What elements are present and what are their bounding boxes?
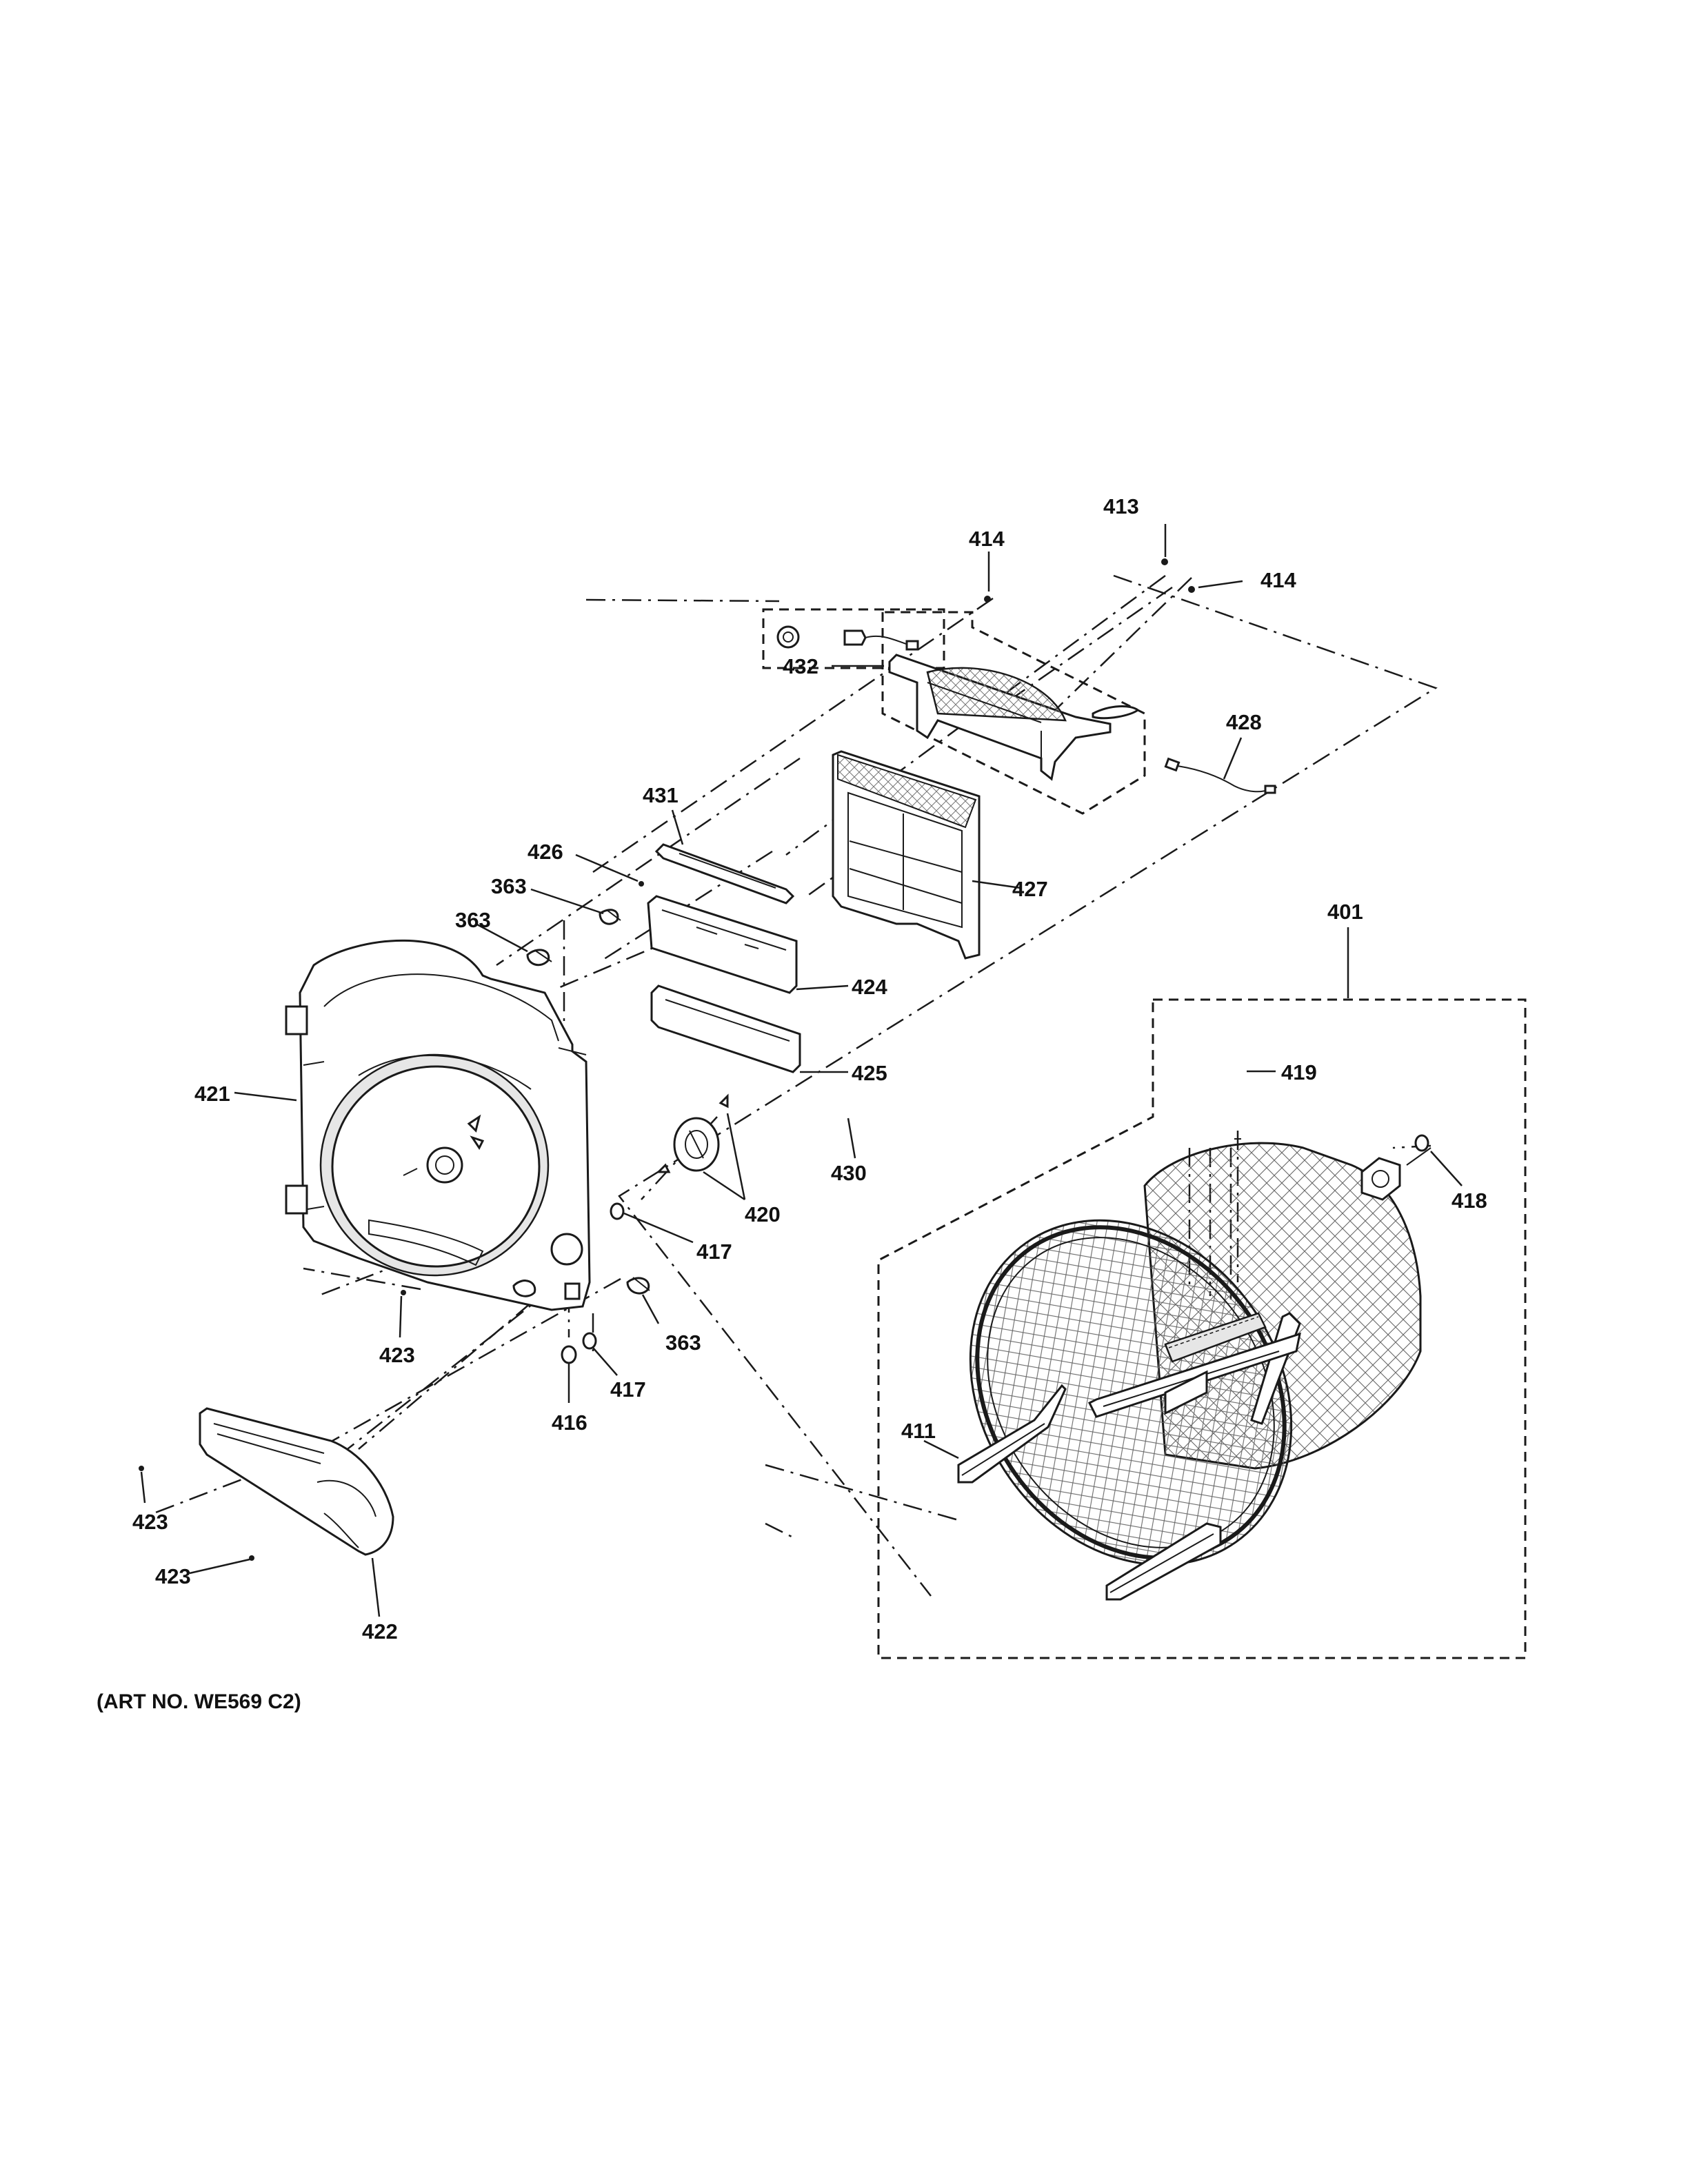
part-417-washer-a — [610, 1202, 625, 1220]
label-428[interactable]: 428 — [1226, 710, 1262, 734]
label-422[interactable]: 422 — [362, 1619, 398, 1644]
part-426-screw — [639, 881, 644, 887]
part-414-screw-right — [1188, 586, 1195, 593]
part-423-screw-b — [139, 1466, 144, 1471]
label-411[interactable]: 411 — [901, 1419, 936, 1443]
part-417-washer-b — [582, 1332, 597, 1350]
part-411-baffle-left[interactable] — [957, 1384, 1067, 1484]
part-labels: 413 414 414 432 428 431 426 363 363 427 … — [132, 494, 1487, 1644]
label-418[interactable]: 418 — [1451, 1189, 1487, 1213]
label-416[interactable]: 416 — [552, 1410, 587, 1435]
label-424[interactable]: 424 — [852, 975, 887, 999]
part-416-nut — [561, 1345, 577, 1364]
part-420-roller[interactable] — [656, 1093, 729, 1173]
group-box-430 — [762, 608, 945, 669]
label-417-a[interactable]: 417 — [696, 1240, 732, 1264]
label-414-top[interactable]: 414 — [969, 527, 1005, 551]
part-418-bearing[interactable] — [1360, 1134, 1431, 1201]
label-432[interactable]: 432 — [783, 654, 818, 678]
label-425[interactable]: 425 — [852, 1061, 887, 1085]
label-427[interactable]: 427 — [1012, 877, 1048, 901]
part-423-screw-c — [249, 1555, 254, 1561]
label-419[interactable]: 419 — [1281, 1060, 1317, 1084]
part-432-duct[interactable] — [888, 654, 1112, 781]
art-number-caption: (ART NO. WE569 C2) — [97, 1690, 301, 1713]
label-423-c[interactable]: 423 — [155, 1564, 191, 1588]
label-413[interactable]: 413 — [1103, 494, 1139, 518]
part-363-clip-c — [626, 1277, 650, 1295]
part-422-duct[interactable] — [199, 1407, 394, 1556]
label-414-right[interactable]: 414 — [1260, 568, 1296, 592]
part-401-drum[interactable] — [905, 1142, 1422, 1627]
label-431[interactable]: 431 — [643, 783, 679, 807]
label-401[interactable]: 401 — [1327, 900, 1363, 924]
part-413-screw — [1161, 558, 1168, 565]
part-414-screw-top — [984, 596, 991, 603]
part-421-bulkhead[interactable] — [285, 939, 591, 1311]
group-box-401 — [877, 998, 1527, 1659]
label-423-b[interactable]: 423 — [132, 1510, 168, 1534]
group-box-432 — [881, 611, 1146, 815]
part-430-sensor[interactable] — [776, 625, 919, 651]
part-425-tray[interactable] — [650, 984, 801, 1073]
label-421[interactable]: 421 — [194, 1082, 230, 1106]
label-363-c[interactable]: 363 — [665, 1331, 701, 1355]
label-430[interactable]: 430 — [831, 1161, 867, 1185]
part-363-clip-b — [526, 949, 552, 967]
label-420[interactable]: 420 — [745, 1202, 781, 1226]
leader-lines — [140, 524, 1463, 1617]
label-426[interactable]: 426 — [528, 840, 563, 864]
label-423-a[interactable]: 423 — [379, 1343, 415, 1367]
label-363-b[interactable]: 363 — [455, 908, 491, 932]
label-363-a[interactable]: 363 — [491, 874, 527, 898]
part-363-clip-a — [599, 909, 621, 925]
part-424-housing[interactable] — [647, 895, 798, 994]
part-423-screw-a — [401, 1290, 406, 1295]
part-431-strip[interactable] — [654, 843, 795, 904]
part-427-lint-filter[interactable] — [832, 750, 981, 960]
part-411-baffle-right[interactable] — [1105, 1522, 1222, 1601]
part-432-clip — [1092, 705, 1140, 720]
label-417-b[interactable]: 417 — [610, 1377, 646, 1402]
part-428-wire[interactable] — [1164, 757, 1276, 794]
